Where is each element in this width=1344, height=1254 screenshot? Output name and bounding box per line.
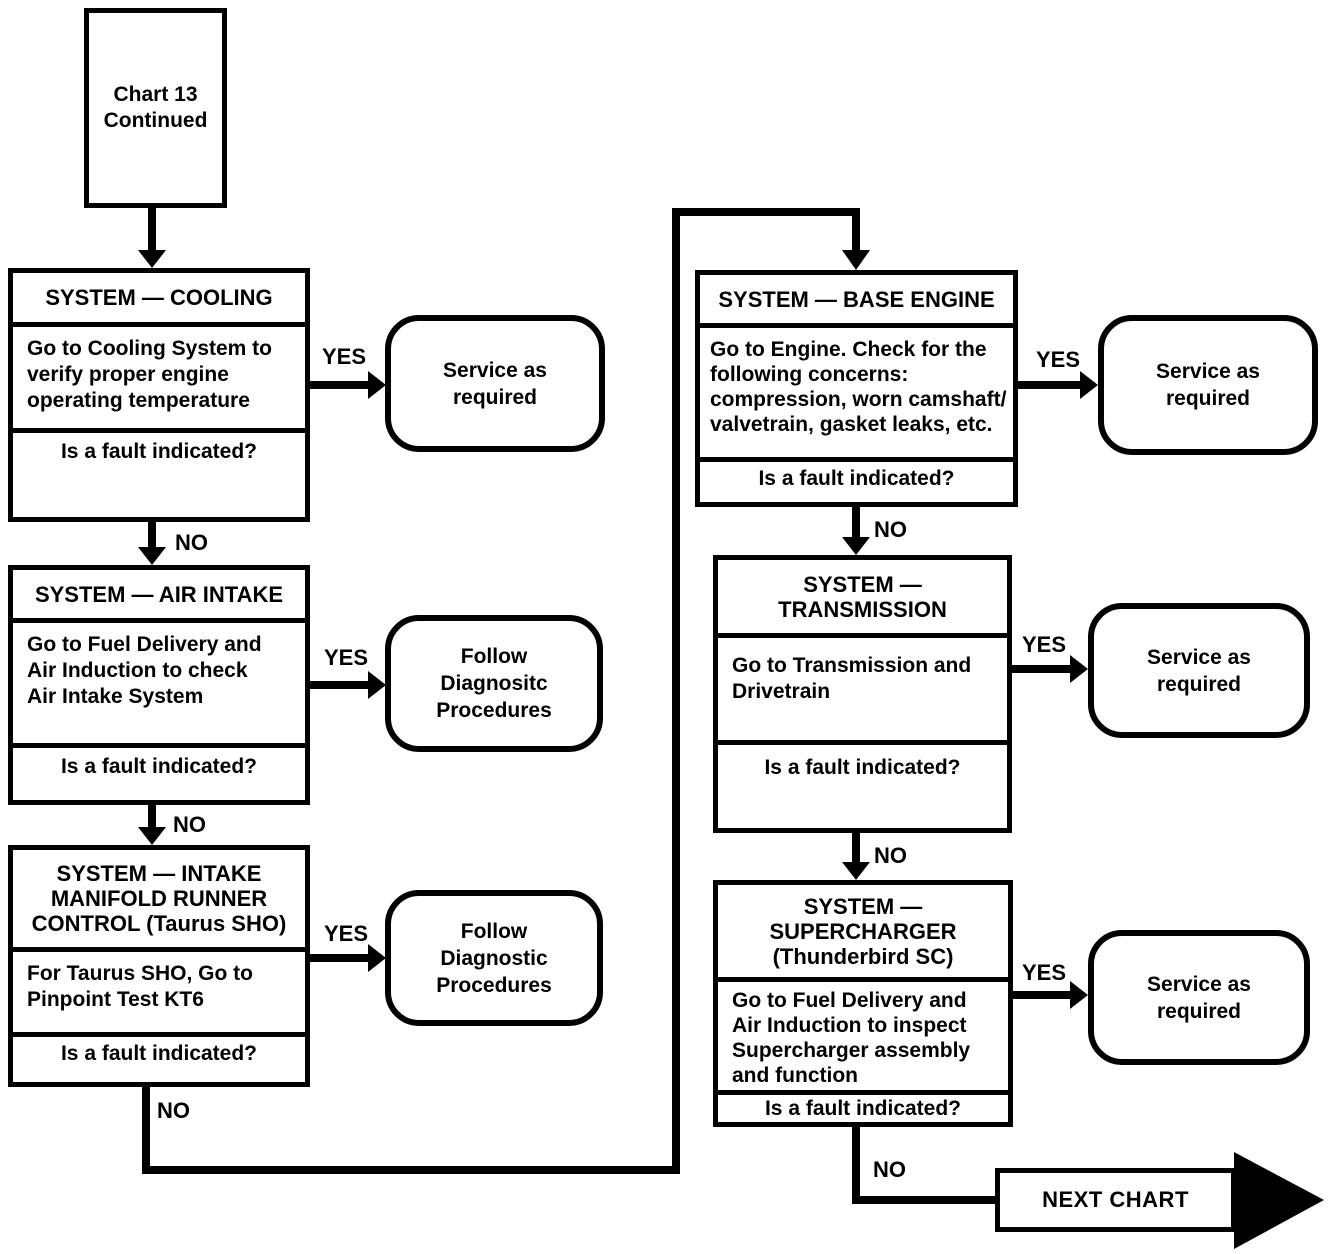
node-system-intake-manifold-header: SYSTEM — INTAKE MANIFOLD RUNNER CONTROL … — [31, 861, 287, 936]
arrowhead-yes-supercharger — [1070, 981, 1088, 1009]
label-yes-air-intake: YES — [324, 645, 369, 670]
node-chart13-continued: Chart 13 Continued — [84, 8, 227, 208]
next-chart-label: NEXT CHART — [1042, 1187, 1189, 1212]
label-yes-transmission: YES — [1022, 632, 1067, 657]
connector-no-intake-manifold-to-base-engine — [142, 208, 860, 1174]
next-chart-arrowhead — [1234, 1152, 1324, 1249]
label-yes-intake-manifold: YES — [324, 921, 369, 946]
arrowhead-yes-air-intake — [368, 671, 386, 699]
node-system-air-intake: SYSTEM — AIR INTAKE Go to Fuel Delivery … — [8, 565, 310, 805]
arrowhead-no-transmission — [842, 862, 870, 880]
label-yes-cooling: YES — [322, 344, 367, 369]
node-system-cooling: SYSTEM — COOLING Go to Cooling System to… — [8, 268, 310, 522]
arrowhead-to-base-engine — [842, 250, 870, 270]
node-system-cooling-body: Go to Cooling System to verify proper en… — [13, 322, 305, 428]
label-no-intake-manifold: NO — [157, 1098, 190, 1123]
connector-no-supercharger-to-next-chart — [852, 1127, 995, 1204]
node-system-air-intake-body: Go to Fuel Delivery and Air Induction to… — [13, 618, 305, 743]
outcome-follow-diagnostic-air-intake: Follow Diagnositc Procedures — [385, 615, 603, 752]
outcome-service-as-required-supercharger: Service as required — [1088, 930, 1310, 1065]
node-system-air-intake-header: SYSTEM — AIR INTAKE — [34, 581, 284, 607]
arrowhead-no-base-engine — [842, 537, 870, 555]
label-no-transmission: NO — [874, 843, 907, 868]
node-system-supercharger: SYSTEM — SUPERCHARGER (Thunderbird SC) G… — [713, 880, 1013, 1127]
outcome-service-as-required-transmission: Service as required — [1088, 603, 1310, 738]
arrowhead-yes-intake-manifold — [368, 944, 386, 972]
node-system-transmission-header: SYSTEM — TRANSMISSION — [778, 571, 947, 622]
node-system-base-engine: SYSTEM — BASE ENGINE Go to Engine. Check… — [695, 270, 1018, 507]
node-system-supercharger-body: Go to Fuel Delivery and Air Induction to… — [718, 977, 1008, 1090]
node-system-transmission: SYSTEM — TRANSMISSION Go to Transmission… — [713, 555, 1012, 833]
label-yes-base-engine: YES — [1036, 347, 1081, 372]
node-system-transmission-question: Is a fault indicated? — [718, 740, 1007, 828]
node-system-base-engine-body: Go to Engine. Check for the following co… — [700, 323, 1013, 457]
label-no-supercharger: NO — [873, 1157, 906, 1182]
label-no-base-engine: NO — [874, 517, 907, 542]
label-no-cooling: NO — [175, 530, 208, 555]
arrowhead-yes-base-engine — [1080, 371, 1098, 399]
node-system-air-intake-question: Is a fault indicated? — [13, 743, 305, 800]
node-system-base-engine-question: Is a fault indicated? — [700, 457, 1013, 502]
outcome-service-as-required-cooling: Service as required — [385, 315, 605, 452]
node-system-transmission-body: Go to Transmission and Drivetrain — [718, 633, 1007, 740]
node-system-cooling-question: Is a fault indicated? — [13, 428, 305, 517]
node-system-intake-manifold-question: Is a fault indicated? — [13, 1032, 305, 1082]
node-system-base-engine-header: SYSTEM — BASE ENGINE — [718, 286, 995, 312]
outcome-follow-diagnostic-intake-manifold: Follow Diagnostic Procedures — [385, 890, 603, 1026]
arrowhead-yes-cooling — [368, 371, 386, 399]
node-system-intake-manifold-body: For Taurus SHO, Go to Pinpoint Test KT6 — [13, 947, 305, 1032]
node-system-cooling-header: SYSTEM — COOLING — [45, 285, 273, 310]
arrowhead-yes-transmission — [1070, 655, 1088, 683]
arrowhead-no-air-intake — [138, 827, 166, 845]
label-yes-supercharger: YES — [1022, 960, 1067, 985]
next-chart-box: NEXT CHART — [995, 1168, 1236, 1232]
node-system-supercharger-header: SYSTEM — SUPERCHARGER (Thunderbird SC) — [769, 893, 957, 969]
node-system-supercharger-question: Is a fault indicated? — [718, 1090, 1008, 1122]
outcome-service-as-required-base-engine: Service as required — [1098, 315, 1318, 455]
arrowhead-start-to-cooling — [138, 250, 166, 268]
label-no-air-intake: NO — [173, 812, 206, 837]
arrowhead-no-cooling — [138, 547, 166, 565]
node-system-intake-manifold: SYSTEM — INTAKE MANIFOLD RUNNER CONTROL … — [8, 845, 310, 1087]
